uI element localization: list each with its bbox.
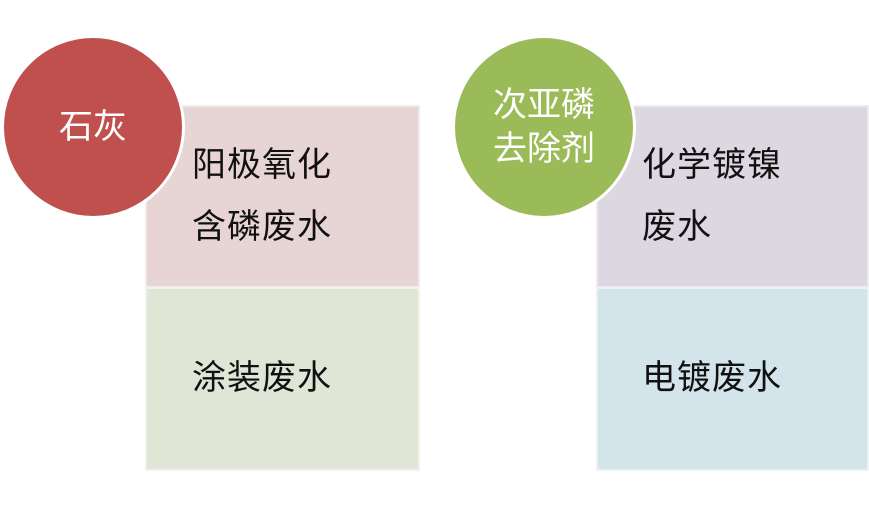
box-electroplating-wastewater <box>596 287 869 471</box>
lime-label: 石灰 <box>59 107 127 147</box>
box-electroless-nickel-wastewater <box>596 105 869 288</box>
circle-lime: 石灰 <box>1 35 185 219</box>
circle-hypophosphite-remover: 次亚磷 去除剂 <box>452 35 636 219</box>
nickel-line-1: 化学镀镍 <box>642 145 782 185</box>
nickel-line-2: 废水 <box>642 207 712 247</box>
remover-line-2: 去除剂 <box>493 129 595 169</box>
box-coating-wastewater <box>145 287 420 471</box>
electroplating-label: 电镀废水 <box>642 358 782 398</box>
anodizing-line-1: 阳极氧化 <box>192 145 332 185</box>
coating-label: 涂装废水 <box>192 358 332 398</box>
box-anodizing-wastewater <box>145 105 420 288</box>
anodizing-line-2: 含磷废水 <box>192 207 332 247</box>
remover-line-1: 次亚磷 <box>493 85 595 125</box>
